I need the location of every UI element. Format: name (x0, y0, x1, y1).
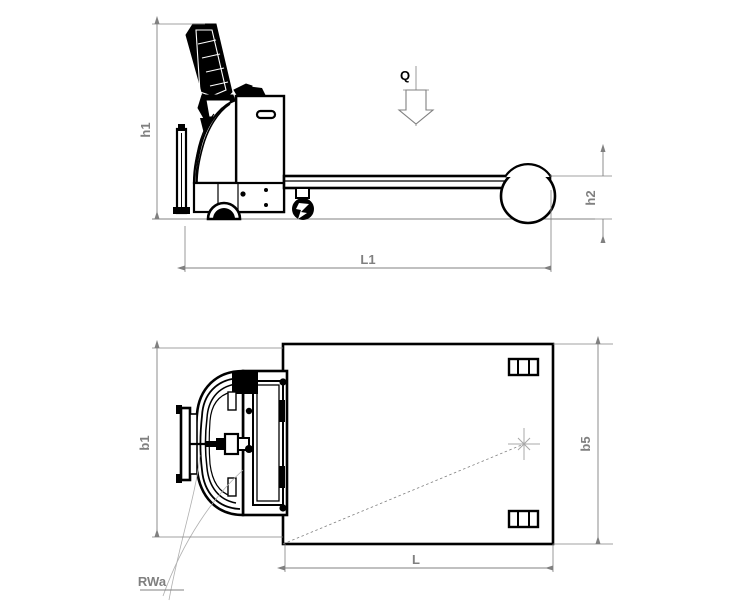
caster-wheel (292, 187, 314, 220)
dimension-L: L (276, 544, 554, 572)
chassis-block (192, 181, 286, 214)
side-elevation-view: h1 h2 L1 Q (138, 15, 612, 272)
dimension-label-RWa: RWa (138, 574, 167, 589)
front-cowling (192, 98, 238, 185)
drive-wheel (206, 201, 242, 221)
tractor-body-plan (176, 369, 289, 517)
radius-center-cross-icon (508, 428, 540, 460)
dimension-label-b5: b5 (578, 436, 593, 451)
dimension-label-L: L (412, 552, 420, 567)
load-symbol-Q: Q (397, 66, 435, 126)
dimension-b5: b5 (553, 335, 613, 545)
plan-view: RWa b1 b5 L (137, 335, 613, 601)
tiller-plan (176, 405, 250, 483)
load-label-Q: Q (400, 68, 410, 83)
dimension-label-b1: b1 (137, 435, 152, 450)
load-arrow-down-icon (397, 89, 435, 125)
mast-post (173, 124, 190, 215)
platform-wheel-block-top (507, 357, 540, 377)
dimension-label-h1: h1 (138, 122, 153, 137)
dimension-label-h2: h2 (583, 190, 598, 205)
drive-unit-plan (227, 372, 258, 497)
dimension-label-L1: L1 (360, 252, 375, 267)
dimension-h2: h2 (550, 143, 612, 243)
dimension-b1: b1 (137, 339, 283, 538)
platform-wheel-block-bottom (507, 509, 540, 529)
rear-load-wheel (499, 163, 557, 225)
turning-radius-construction: RWa (138, 428, 540, 601)
dimension-L1: L1 (176, 190, 552, 272)
dimension-h1: h1 (138, 15, 205, 220)
